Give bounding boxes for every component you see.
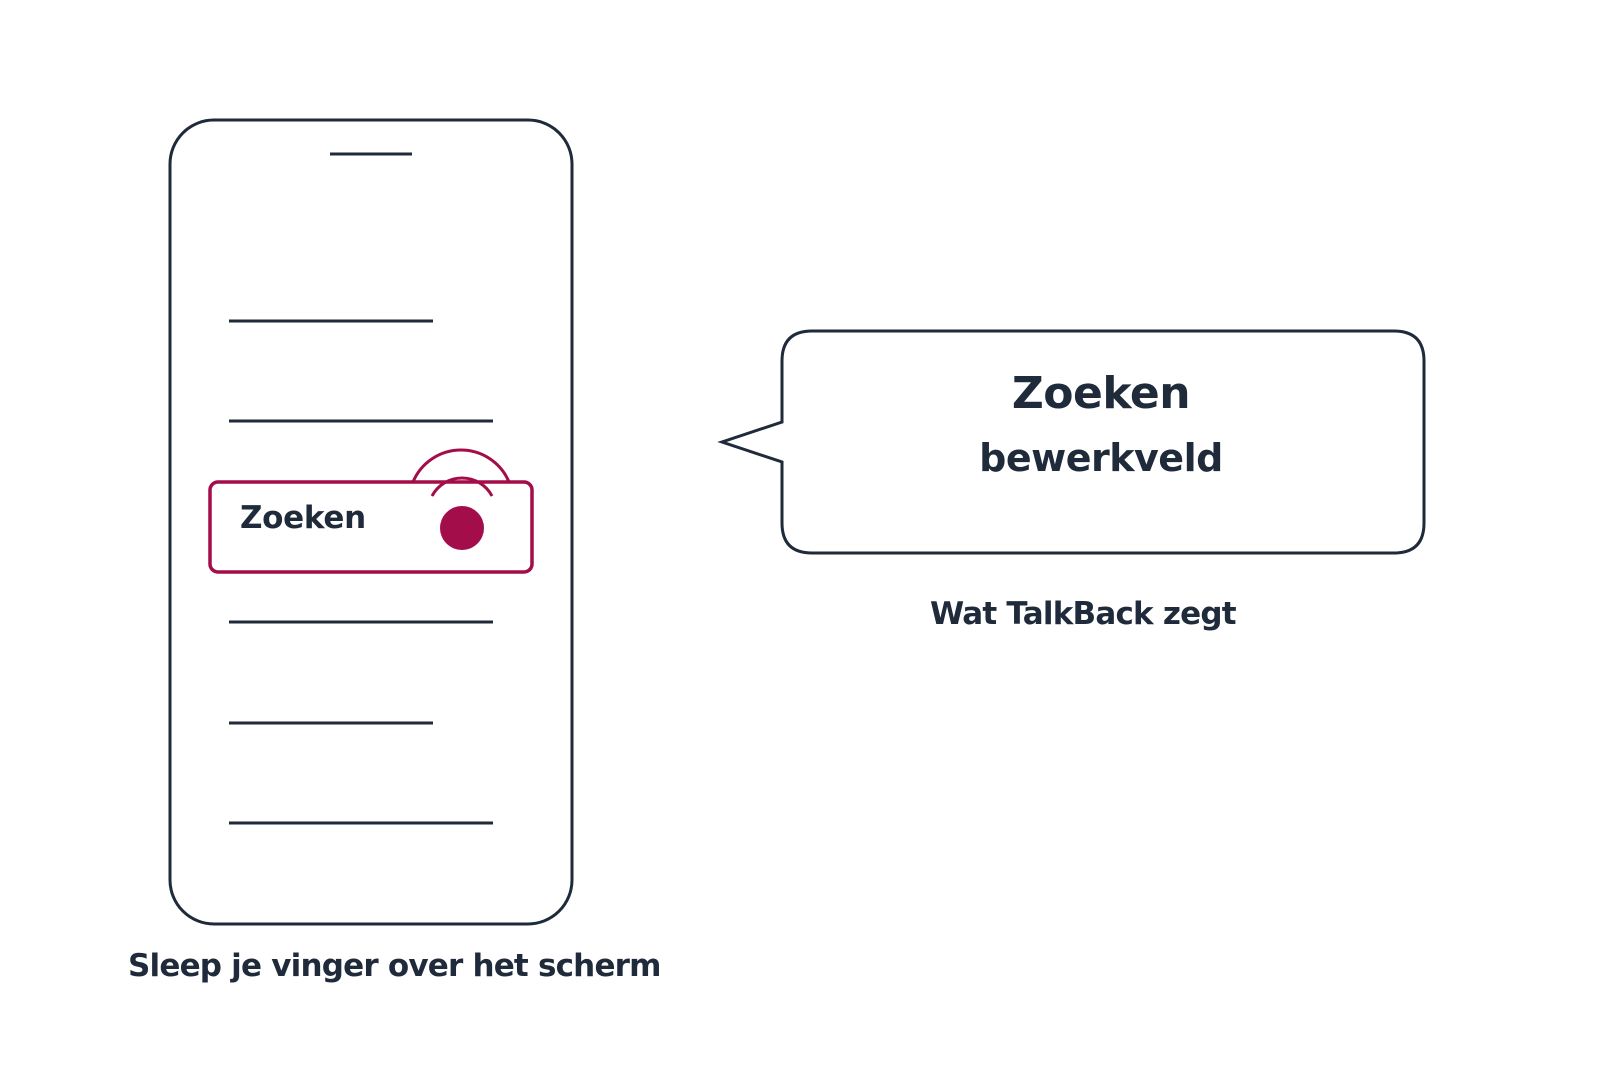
screen-content-lines (229, 319, 493, 825)
search-field-label: Zoeken (240, 500, 366, 536)
bubble-caption: Wat TalkBack zegt (930, 596, 1237, 632)
phone-caption: Sleep je vinger over het scherm (128, 948, 661, 984)
finger-touch-icon (411, 448, 511, 550)
phone-outline-icon (168, 118, 574, 926)
bubble-title: Zoeken (1011, 368, 1191, 419)
speech-bubble (717, 329, 1426, 555)
bubble-subtitle: bewerkveld (979, 436, 1223, 480)
focused-search-field[interactable] (208, 480, 534, 574)
